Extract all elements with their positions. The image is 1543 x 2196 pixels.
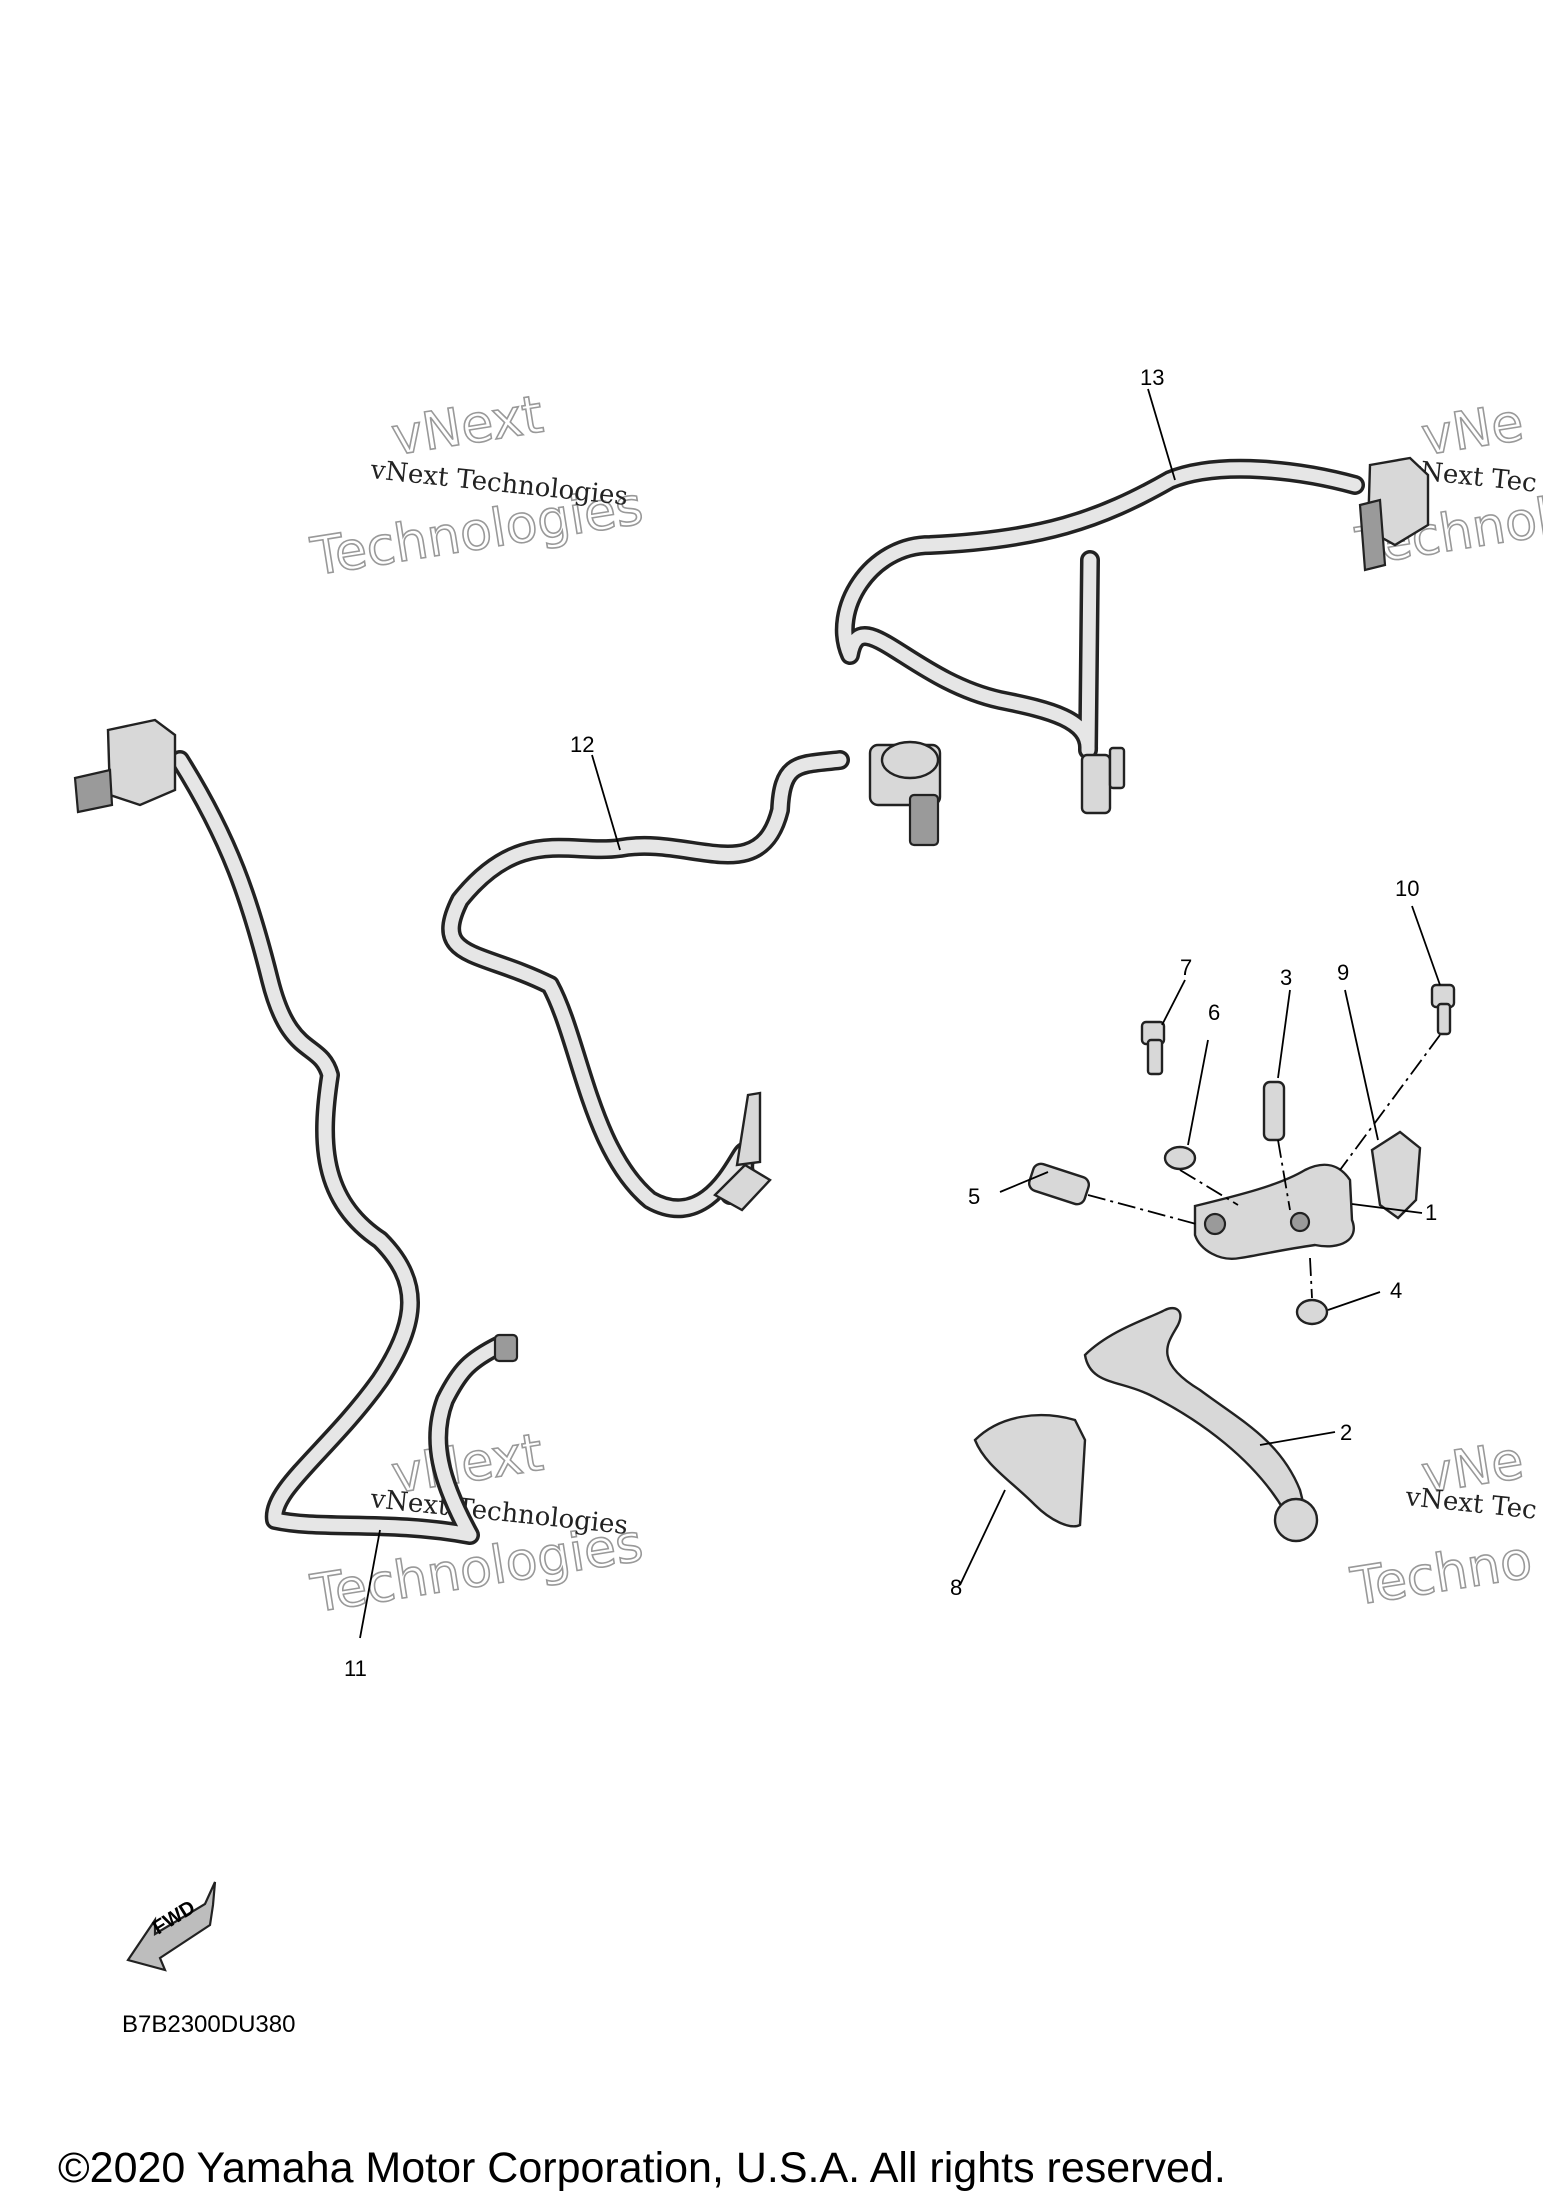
watermark-bottom-right: vNe Techno vNext Tec	[1346, 1430, 1538, 1619]
callout-7: 7	[1180, 955, 1192, 980]
copyright-text: ©2020 Yamaha Motor Corporation, U.S.A. A…	[58, 2144, 1226, 2192]
callout-5: 5	[968, 1184, 980, 1209]
callout-8: 8	[950, 1575, 962, 1600]
hose-connector-a	[713, 1163, 772, 1212]
watermark-vnext-big: vNe	[1418, 393, 1528, 468]
callout-11: 11	[344, 1656, 367, 1681]
callout-1: 1	[1425, 1200, 1437, 1225]
callout-9: 9	[1337, 960, 1349, 985]
callout-10: 10	[1395, 876, 1419, 901]
switch-connector	[1358, 498, 1387, 572]
fwd-arrow-icon: FWD	[126, 1881, 217, 1972]
part-9-cover	[1370, 1130, 1422, 1220]
part-1-bracket	[1193, 1163, 1355, 1260]
callout-6: 6	[1208, 1000, 1220, 1025]
callout-4: 4	[1390, 1278, 1402, 1303]
watermark-vnext-big: vNext	[388, 385, 547, 468]
part-5-pin	[1027, 1162, 1091, 1206]
callout-3: 3	[1280, 965, 1292, 990]
part-6-nut	[1163, 1145, 1197, 1171]
watermark-technologies-big: Techno	[1347, 1530, 1536, 1618]
switch-cap	[880, 740, 940, 780]
watermark-top-left: vNext Technologies vNext Technologies	[306, 384, 648, 589]
hose-connector-b	[735, 1091, 762, 1167]
leader-lines	[359, 388, 1441, 1639]
callout-2: 2	[1340, 1420, 1352, 1445]
callout-13: 13	[1140, 365, 1164, 390]
part-13-cable	[834, 456, 1430, 815]
part-7-bolt	[1140, 1020, 1166, 1076]
switch-bracket	[73, 768, 114, 814]
part-10-bolt	[1430, 983, 1456, 1036]
callouts: 13 12 11 10 9 3 7 6 5 1 4 2 8	[344, 365, 1437, 1681]
part-12-cable	[441, 740, 942, 1219]
cable-end-fitting	[1080, 753, 1112, 815]
diagram-code: B7B2300DU380	[122, 2011, 295, 2038]
part-3-bolt	[1262, 1080, 1286, 1142]
cable-end	[493, 1333, 519, 1363]
part-8-cover	[973, 1414, 1087, 1528]
switch-housing	[106, 718, 177, 807]
part-4-nut	[1295, 1298, 1329, 1326]
part-11-cable	[73, 718, 519, 1545]
switch-lower	[908, 793, 940, 847]
callout-12: 12	[570, 732, 594, 757]
part-2-lever	[1083, 1306, 1319, 1543]
cable-end-cap	[1108, 746, 1126, 790]
